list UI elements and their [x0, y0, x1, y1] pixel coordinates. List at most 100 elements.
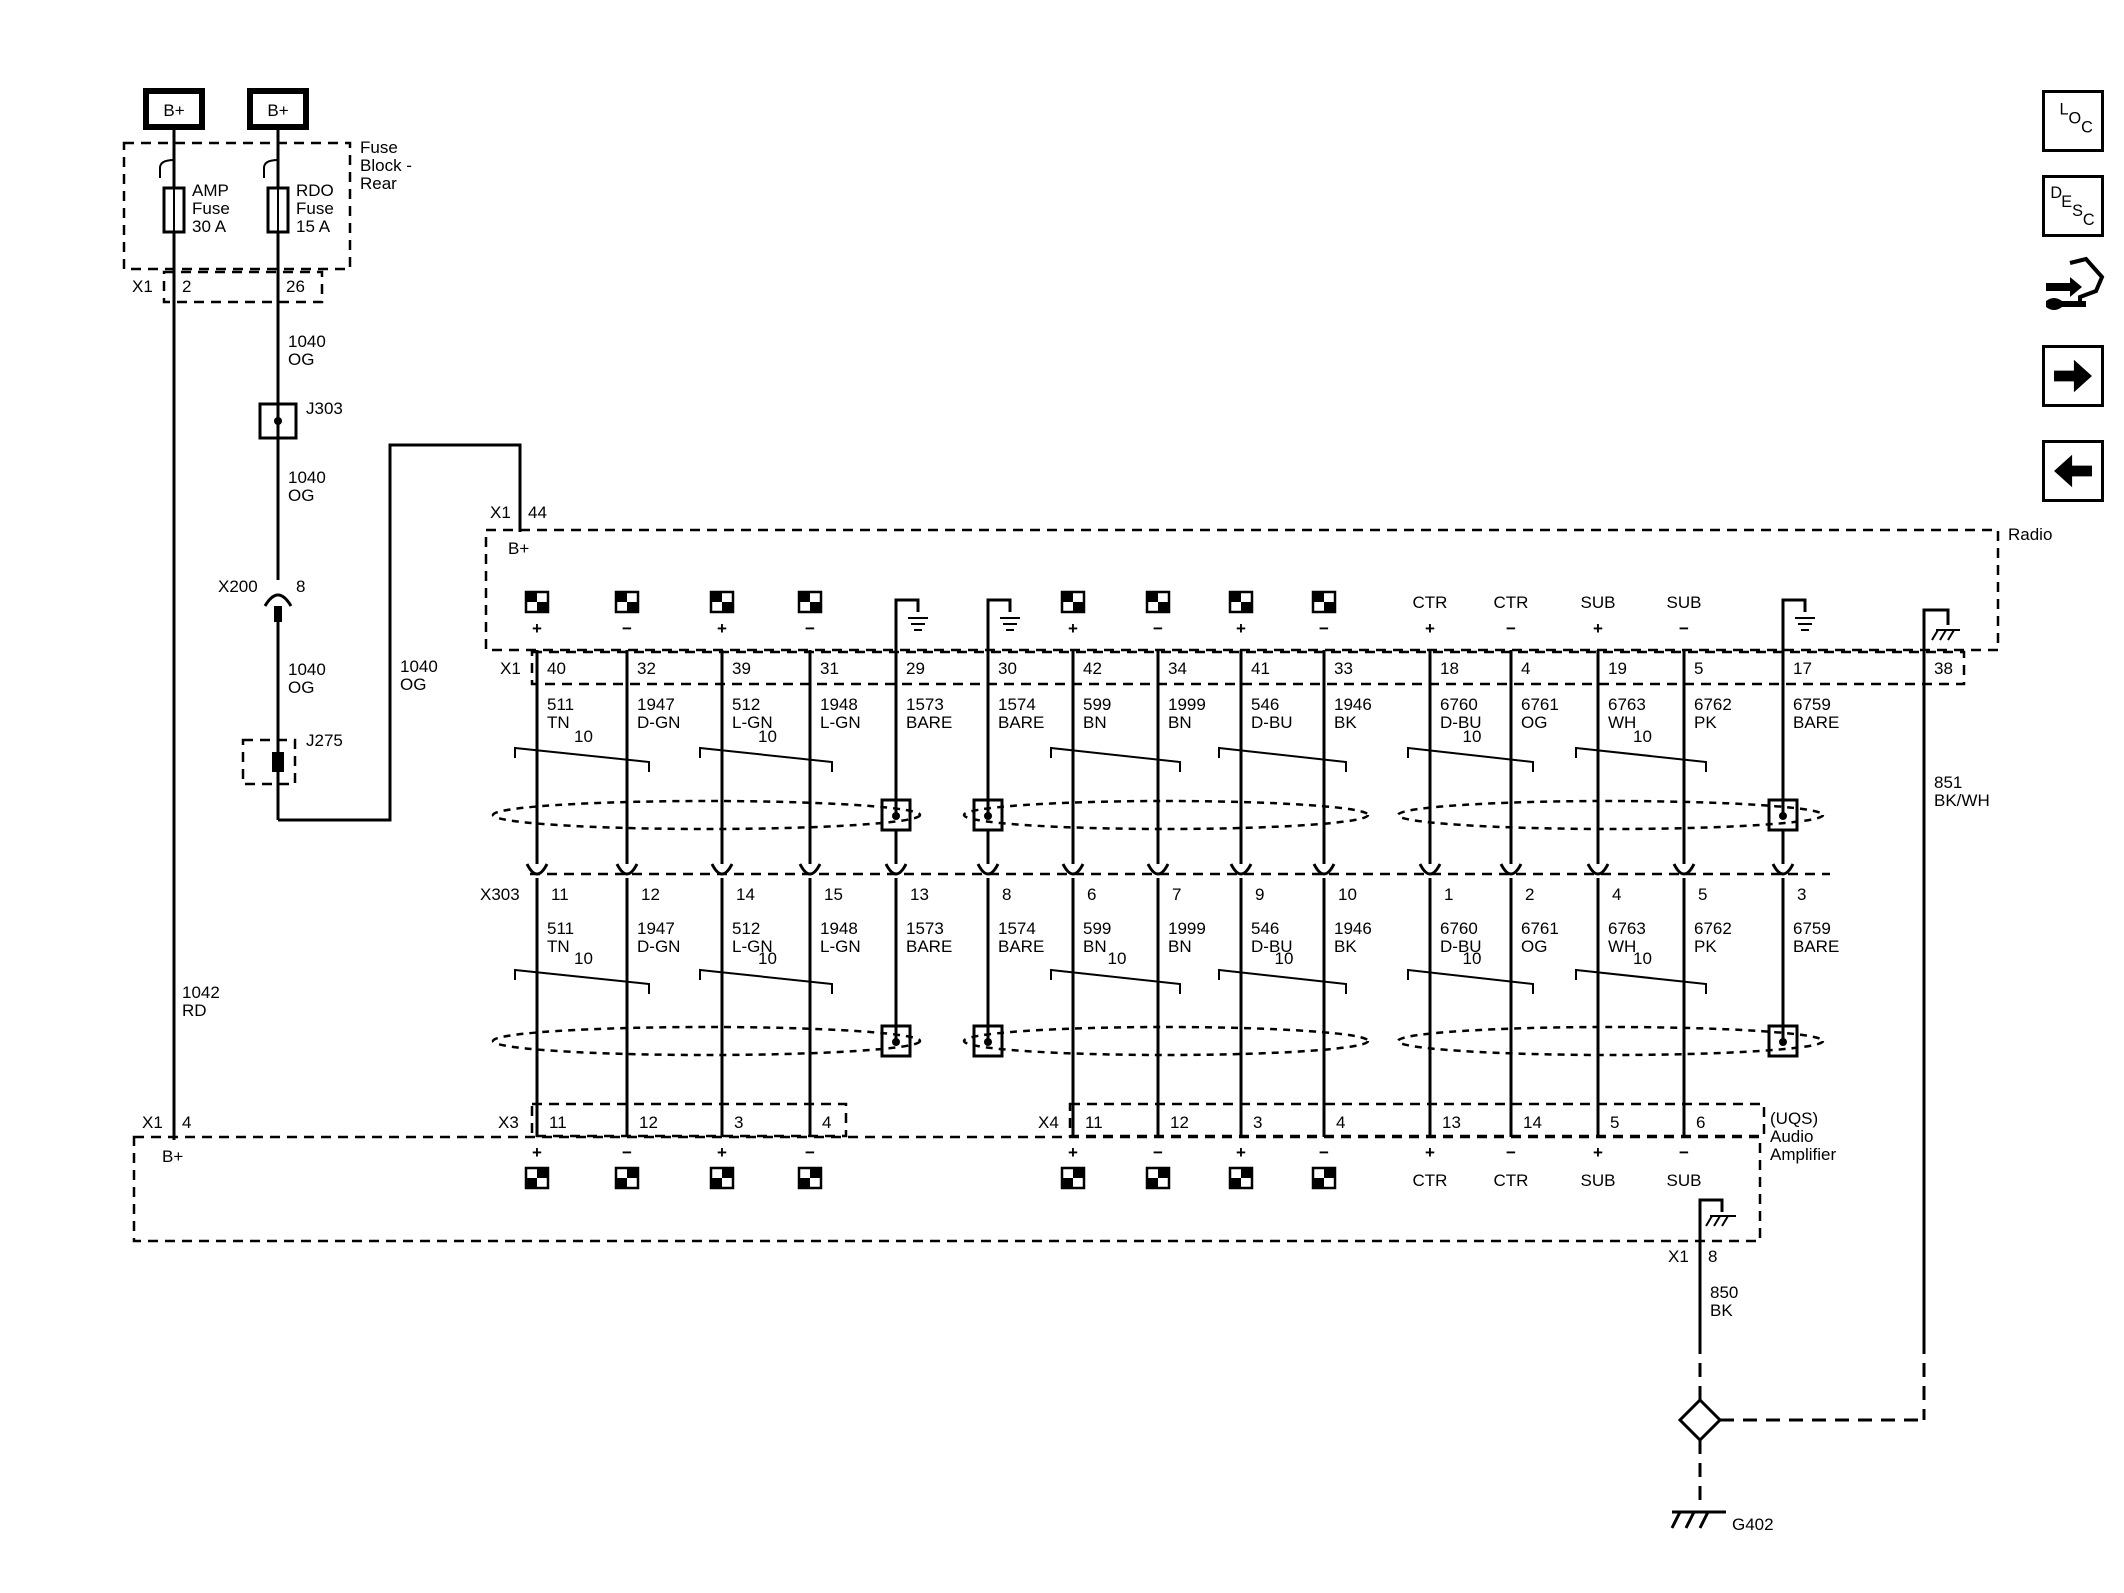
fuse-block-connector: X1 [132, 277, 153, 296]
wire-color: BARE [998, 937, 1044, 956]
amp-polarity: + [1236, 1143, 1246, 1162]
amp-ground-pin: 8 [1708, 1247, 1717, 1266]
speaker-icon [1145, 1166, 1171, 1190]
x303-pin: 7 [1172, 885, 1181, 904]
speaker-icon [614, 590, 640, 614]
ground-splice-diamond [1677, 1397, 1723, 1443]
shield-ellipse [962, 799, 1370, 831]
wire-color: PK [1694, 713, 1717, 732]
amp-pin: 3 [734, 1113, 743, 1132]
twist-count: 10 [1275, 949, 1294, 968]
connector-icon[interactable] [2040, 255, 2110, 321]
desc-letter-e: E [2061, 193, 2072, 211]
previous-page-button[interactable] [2042, 440, 2104, 502]
wire-color: BARE [906, 713, 952, 732]
x303-pin-connector [525, 863, 549, 876]
x303-pin: 2 [1525, 885, 1534, 904]
wire-circuit: 1948 [820, 919, 858, 938]
splice-j275 [241, 738, 297, 786]
x303-pin-connector [976, 863, 1000, 876]
x303-pin-connector [1418, 863, 1442, 876]
amp-pin: 11 [549, 1113, 567, 1132]
wire-color: TN [547, 713, 570, 732]
x303-pin: 3 [1797, 885, 1806, 904]
wire-851-circuit: 851 [1934, 773, 1962, 792]
radio-polarity: + [1593, 619, 1603, 638]
radio-pin: 34 [1168, 659, 1187, 678]
wire-1040-color: OG [288, 350, 314, 369]
x303-pin-connector [884, 863, 908, 876]
twist-count: 10 [1633, 727, 1652, 746]
amp-title-uqs: (UQS) [1770, 1109, 1818, 1128]
wire-circuit: 1574 [998, 919, 1036, 938]
twist-marker [1575, 968, 1707, 994]
twist-count: 10 [574, 727, 593, 746]
radio-pin: 4 [1521, 659, 1530, 678]
next-page-button[interactable] [2042, 345, 2104, 407]
rdo-fuse-rating: 15 A [296, 217, 331, 236]
amp-fuse-label: AMP [192, 181, 229, 200]
wire-1040-circuit-4: 1040 [400, 657, 438, 676]
wire-color: L-GN [732, 937, 773, 956]
desc-letter-s: S [2072, 202, 2083, 220]
radio-channel-label: CTR [1494, 593, 1529, 612]
wire-color: BK [1334, 937, 1357, 956]
previous-arrow-icon [2054, 454, 2092, 488]
x303-pin-connector [1499, 863, 1523, 876]
radio-polarity: − [1679, 619, 1689, 638]
description-button[interactable]: D E S C [2042, 175, 2104, 237]
twist-marker [1218, 968, 1347, 994]
fuse-pin-26: 26 [286, 277, 305, 296]
speaker-icon [524, 590, 550, 614]
twist-marker [514, 746, 650, 772]
wire-circuit: 1573 [906, 919, 944, 938]
amp-pin: 11 [1085, 1113, 1103, 1132]
amp-fuse-rating: 30 A [192, 217, 227, 236]
speaker-icon [1145, 590, 1171, 614]
wire-1040-circuit-3: 1040 [288, 660, 326, 679]
radio-pin: 40 [547, 659, 566, 678]
rdo-fuse-label: RDO [296, 181, 334, 200]
x303-pin: 4 [1612, 885, 1621, 904]
amp-pin: 6 [1696, 1113, 1705, 1132]
wire-850-circuit: 850 [1710, 1283, 1738, 1302]
wire-circuit: 546 [1251, 919, 1279, 938]
x303-pin: 5 [1698, 885, 1707, 904]
amp-x3-connector: X3 [498, 1113, 519, 1132]
amp-title-audio: Audio [1770, 1127, 1813, 1146]
amp-pin: 14 [1523, 1113, 1542, 1132]
twist-marker [1218, 746, 1347, 772]
speaker-icon [1060, 590, 1086, 614]
wire-circuit: 6761 [1521, 695, 1559, 714]
speaker-icon [1311, 1166, 1337, 1190]
x303-pin-connector [798, 863, 822, 876]
amp-b-plus-pin: 4 [182, 1113, 191, 1132]
x303-pin-connector [1672, 863, 1696, 876]
wire-color: BN [1168, 937, 1192, 956]
wire-1040-circuit: 1040 [288, 332, 326, 351]
location-button[interactable]: L O C [2042, 90, 2104, 152]
radio-polarity: − [622, 619, 632, 638]
wire-1040-circuit-2: 1040 [288, 468, 326, 487]
x303-pin-connector [615, 863, 639, 876]
wire-color: L-GN [820, 713, 861, 732]
wire-color: BK [1334, 713, 1357, 732]
radio-output-connector: X1 [500, 659, 521, 678]
amp-pin: 4 [1336, 1113, 1345, 1132]
wire-850-color: BK [1710, 1301, 1733, 1320]
amp-pin: 13 [1442, 1113, 1461, 1132]
amp-polarity: + [717, 1143, 727, 1162]
ground-g402-label: G402 [1732, 1515, 1774, 1534]
radio-ground-pin: 38 [1934, 659, 1953, 678]
x303-pin: 8 [1002, 885, 1011, 904]
amp-polarity: − [805, 1143, 815, 1162]
radio-b-plus-connector: X1 [490, 503, 511, 522]
wire-color: D-GN [637, 713, 680, 732]
wire-circuit: 6760 [1440, 695, 1478, 714]
wire-1040-color-2: OG [288, 486, 314, 505]
twist-marker [1050, 968, 1181, 994]
b-plus-terminal-left: B+ [143, 88, 205, 130]
radio-pin: 33 [1334, 659, 1353, 678]
ground-g402-icon [1670, 1510, 1726, 1529]
